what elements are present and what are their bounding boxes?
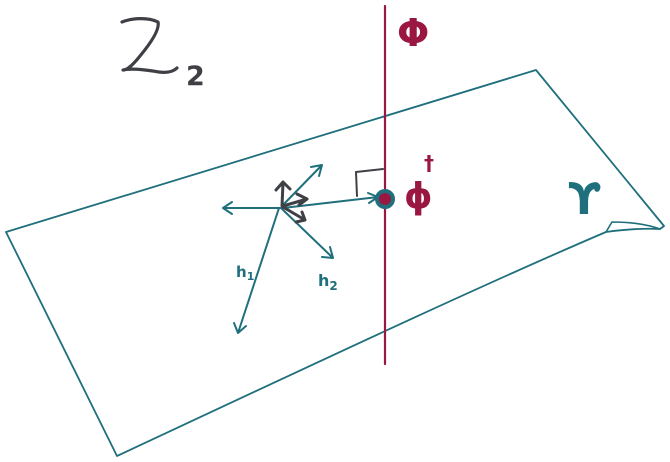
- phi-dagger-label: ϕ: [404, 176, 433, 217]
- h1-subscript: 1: [247, 270, 255, 283]
- script-l-glyph: [120, 17, 179, 74]
- vacuum-ring: [375, 189, 395, 209]
- plane-corner-tick: [605, 221, 661, 233]
- dagger-mark: †: [424, 151, 434, 175]
- gray-arrow-down-right: [281, 205, 307, 224]
- plane-label: ϒ: [568, 174, 602, 225]
- right-angle-marker: [355, 168, 384, 197]
- vacuum-point: [375, 189, 395, 209]
- h1-label: h1: [236, 263, 254, 283]
- gray-arrow-up: [274, 180, 292, 208]
- lagrangian-subscript: 2: [186, 61, 205, 92]
- gray-arrow-right: [281, 192, 309, 208]
- gray-arrows: [274, 180, 309, 224]
- arrow-cluster: [222, 164, 379, 334]
- lagrangian-symbol: 2: [120, 17, 205, 92]
- phi-field-label: Φ: [397, 11, 429, 55]
- h2-letter: h: [318, 271, 329, 290]
- h2-label: h2: [318, 271, 338, 293]
- h1-letter: h: [236, 263, 247, 281]
- arrow-up-right: [281, 164, 323, 207]
- h1-arrow: [233, 207, 280, 334]
- h2-subscript: 2: [329, 279, 337, 293]
- plane-outline: [5, 69, 665, 457]
- arrow-left: [222, 201, 281, 215]
- h2-arrow: [280, 207, 334, 259]
